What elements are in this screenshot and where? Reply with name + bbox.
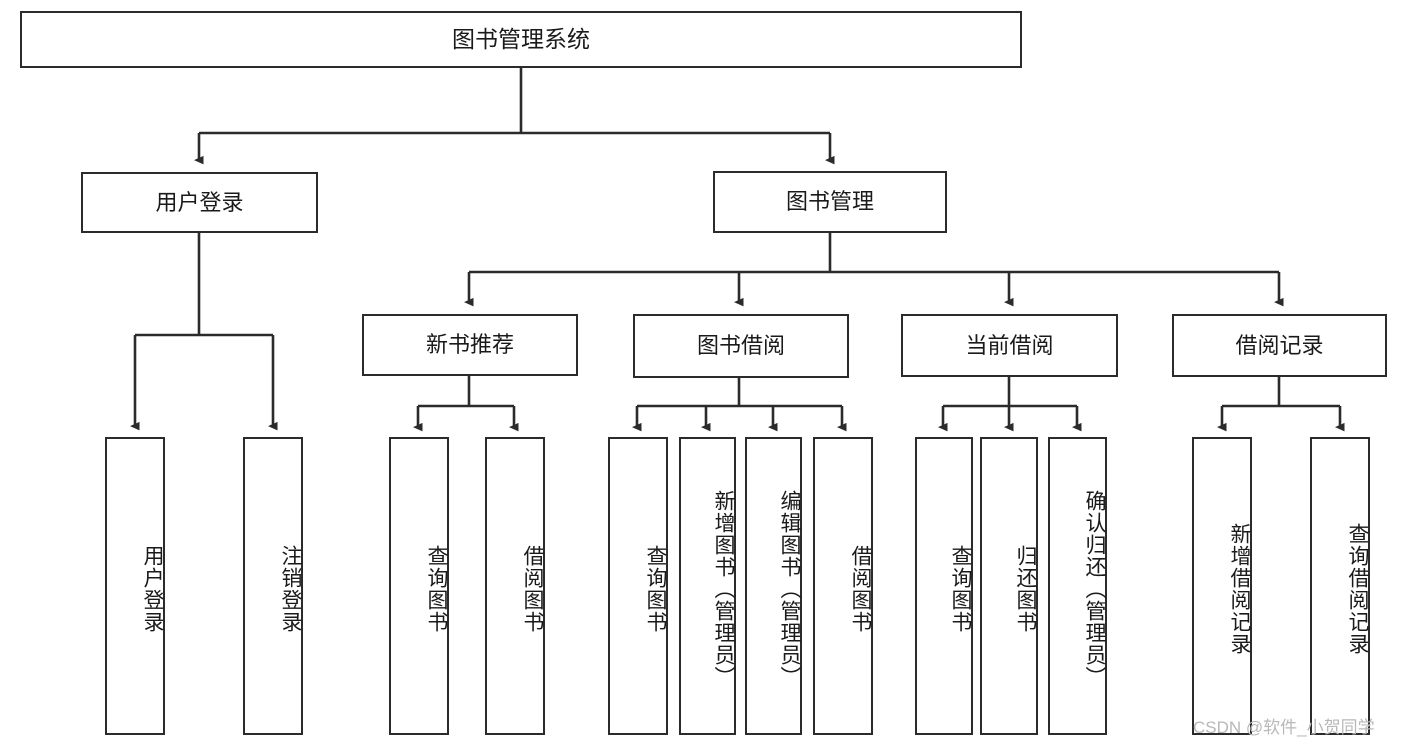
node-leaf-query-book-2[interactable]: 查询图书 (608, 437, 668, 735)
node-book-manage-label: 图书管理 (785, 189, 874, 215)
node-book-borrow-label: 图书借阅 (696, 333, 785, 359)
node-borrow-record[interactable]: 借阅记录 (1172, 314, 1387, 377)
node-book-manage[interactable]: 图书管理 (713, 171, 947, 233)
node-leaf-query-book-1[interactable]: 查询图书 (389, 437, 449, 735)
node-leaf-query-record[interactable]: 查询借阅记录 (1310, 437, 1370, 735)
node-new-book-rec-label: 新书推荐 (425, 332, 514, 358)
node-book-borrow[interactable]: 图书借阅 (633, 314, 849, 378)
node-leaf-query-book-1-label: 查询图书 (425, 545, 448, 633)
node-leaf-user-login[interactable]: 用户登录 (105, 437, 165, 735)
node-root[interactable]: 图书管理系统 (20, 11, 1022, 68)
node-leaf-query-record-label: 查询借阅记录 (1346, 523, 1369, 655)
node-leaf-add-book[interactable]: 新增图书（管理员） (679, 437, 736, 735)
node-new-book-rec[interactable]: 新书推荐 (362, 314, 578, 376)
node-leaf-add-record[interactable]: 新增借阅记录 (1192, 437, 1252, 735)
node-leaf-return-book-label: 归还图书 (1014, 545, 1037, 633)
node-leaf-user-logout-label: 注销登录 (279, 545, 302, 633)
node-leaf-edit-book-label: 编辑图书（管理员） (778, 490, 801, 688)
node-current-borrow[interactable]: 当前借阅 (901, 314, 1118, 377)
node-leaf-add-record-label: 新增借阅记录 (1228, 523, 1251, 655)
node-user-login-label: 用户登录 (155, 189, 244, 215)
node-leaf-confirm-return[interactable]: 确认归还（管理员） (1048, 437, 1107, 735)
node-leaf-query-book-3[interactable]: 查询图书 (915, 437, 973, 735)
node-leaf-query-book-3-label: 查询图书 (949, 545, 972, 633)
node-borrow-record-label: 借阅记录 (1235, 332, 1324, 358)
watermark-text: CSDN @软件_小贺同学 (1193, 718, 1375, 737)
node-current-borrow-label: 当前借阅 (965, 332, 1054, 358)
node-leaf-add-book-label: 新增图书（管理员） (712, 490, 735, 688)
node-leaf-borrow-book-2-label: 借阅图书 (849, 545, 872, 633)
node-leaf-user-login-label: 用户登录 (141, 545, 164, 633)
node-leaf-query-book-2-label: 查询图书 (644, 545, 667, 633)
node-user-login[interactable]: 用户登录 (81, 172, 318, 233)
node-leaf-return-book[interactable]: 归还图书 (980, 437, 1038, 735)
node-leaf-confirm-return-label: 确认归还（管理员） (1083, 490, 1106, 688)
node-leaf-user-logout[interactable]: 注销登录 (243, 437, 303, 735)
node-leaf-borrow-book-1[interactable]: 借阅图书 (485, 437, 545, 735)
node-leaf-borrow-book-1-label: 借阅图书 (521, 545, 544, 633)
node-leaf-edit-book[interactable]: 编辑图书（管理员） (745, 437, 802, 735)
node-leaf-borrow-book-2[interactable]: 借阅图书 (813, 437, 873, 735)
node-root-label: 图书管理系统 (452, 26, 590, 53)
